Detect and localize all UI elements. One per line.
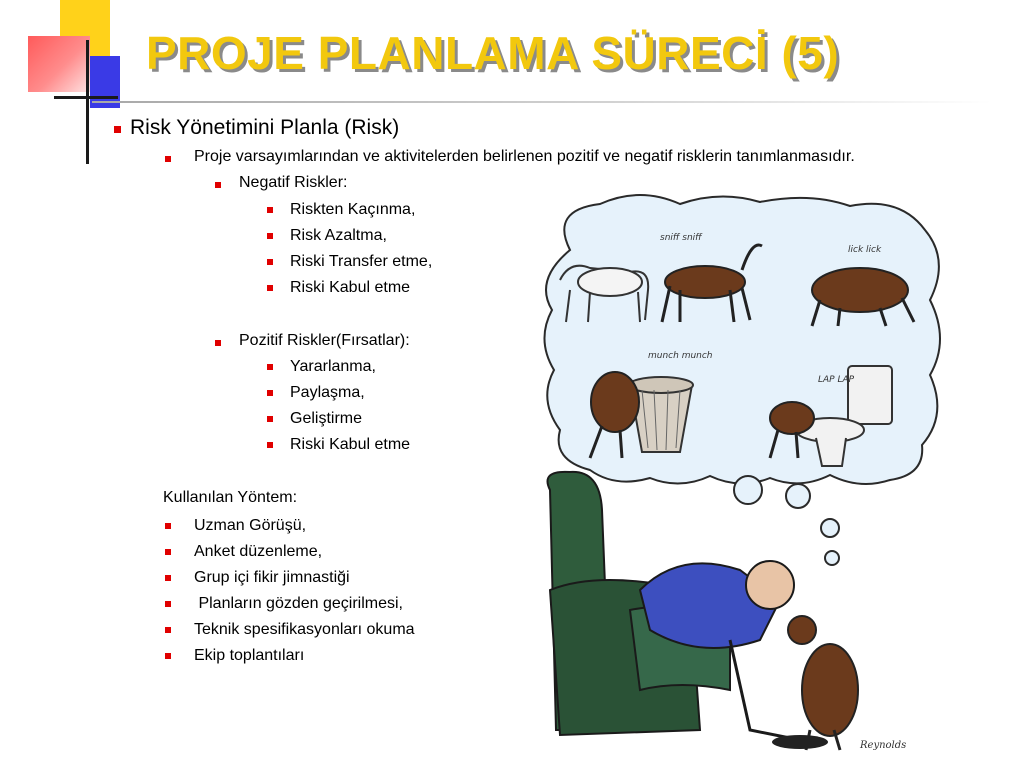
thought-bubble	[785, 483, 811, 509]
list-item: Planların gözden geçirilmesi,	[165, 591, 415, 617]
thought-cloud	[543, 194, 941, 485]
sfx-munch: munch munch	[648, 351, 713, 361]
list-item: Ekip toplantıları	[165, 643, 415, 669]
methods-label: Kullanılan Yöntem:	[163, 489, 298, 506]
scene-lick: lick lick	[810, 245, 916, 327]
thought-bubble	[733, 475, 763, 505]
main-bullet-list: Risk Yönetimini Planla (Risk)	[113, 116, 400, 140]
dog-bottom	[787, 615, 859, 751]
list-item: Geliştirme	[266, 406, 410, 432]
list-item: Riski Transfer etme,	[266, 249, 432, 275]
cartoon-svg: sniff sniff lick lick munch munch LAP LA…	[543, 194, 941, 751]
sfx-lap: LAP LAP	[818, 375, 855, 385]
artist-signature: Reynolds	[859, 740, 906, 751]
sfx-sniff: sniff sniff	[660, 233, 703, 243]
list-item: Riski Kabul etme	[266, 275, 432, 301]
definition-bullet: Proje varsayımlarından ve aktivitelerden…	[165, 148, 855, 165]
list-item: Anket düzenleme,	[165, 539, 415, 565]
sfx-lick: lick lick	[848, 245, 882, 255]
methods-list: Uzman Görüşü, Anket düzenleme, Grup içi …	[165, 513, 415, 669]
positive-risks-label: Pozitif Riskler(Fırsatlar):	[215, 332, 410, 349]
thought-bubble	[824, 550, 840, 566]
decor-vertical-line	[86, 40, 89, 164]
thought-bubble	[820, 518, 840, 538]
list-item: Grup içi fikir jimnastiği	[165, 565, 415, 591]
definition-list: Proje varsayımlarından ve aktivitelerden…	[165, 148, 855, 166]
negative-risks-label: Negatif Riskler:	[214, 174, 348, 191]
list-item: Riskten Kaçınma,	[266, 197, 432, 223]
decor-red-square	[28, 36, 90, 92]
heading-bullet: Risk Yönetimini Planla (Risk)	[113, 116, 400, 139]
man-figure	[638, 560, 828, 749]
decor-horizontal-line	[54, 96, 118, 99]
negative-risks-list: Riskten Kaçınma, Risk Azaltma, Riski Tra…	[266, 197, 432, 301]
cartoon-illustration: sniff sniff lick lick munch munch LAP LA…	[530, 190, 950, 764]
scene-sniff: sniff sniff	[559, 233, 763, 323]
list-item: Uzman Görüşü,	[165, 513, 415, 539]
list-item: Yararlanma,	[266, 354, 410, 380]
scene-trash: munch munch	[588, 351, 713, 459]
list-item: Paylaşma,	[266, 380, 410, 406]
decor-blue-square	[90, 56, 120, 108]
list-item: Risk Azaltma,	[266, 223, 432, 249]
slide-title: PROJE PLANLAMA SÜRECİ (5)	[146, 27, 840, 79]
scene-toilet: LAP LAP	[768, 365, 893, 467]
positive-risks-heading-list: Pozitif Riskler(Fırsatlar):	[215, 332, 410, 350]
title-underline	[92, 101, 992, 103]
list-item: Riski Kabul etme	[266, 432, 410, 458]
list-item: Teknik spesifikasyonları okuma	[165, 617, 415, 643]
negative-risks-heading-list: Negatif Riskler:	[214, 174, 348, 192]
positive-risks-list: Yararlanma, Paylaşma, Geliştirme Riski K…	[266, 354, 410, 458]
